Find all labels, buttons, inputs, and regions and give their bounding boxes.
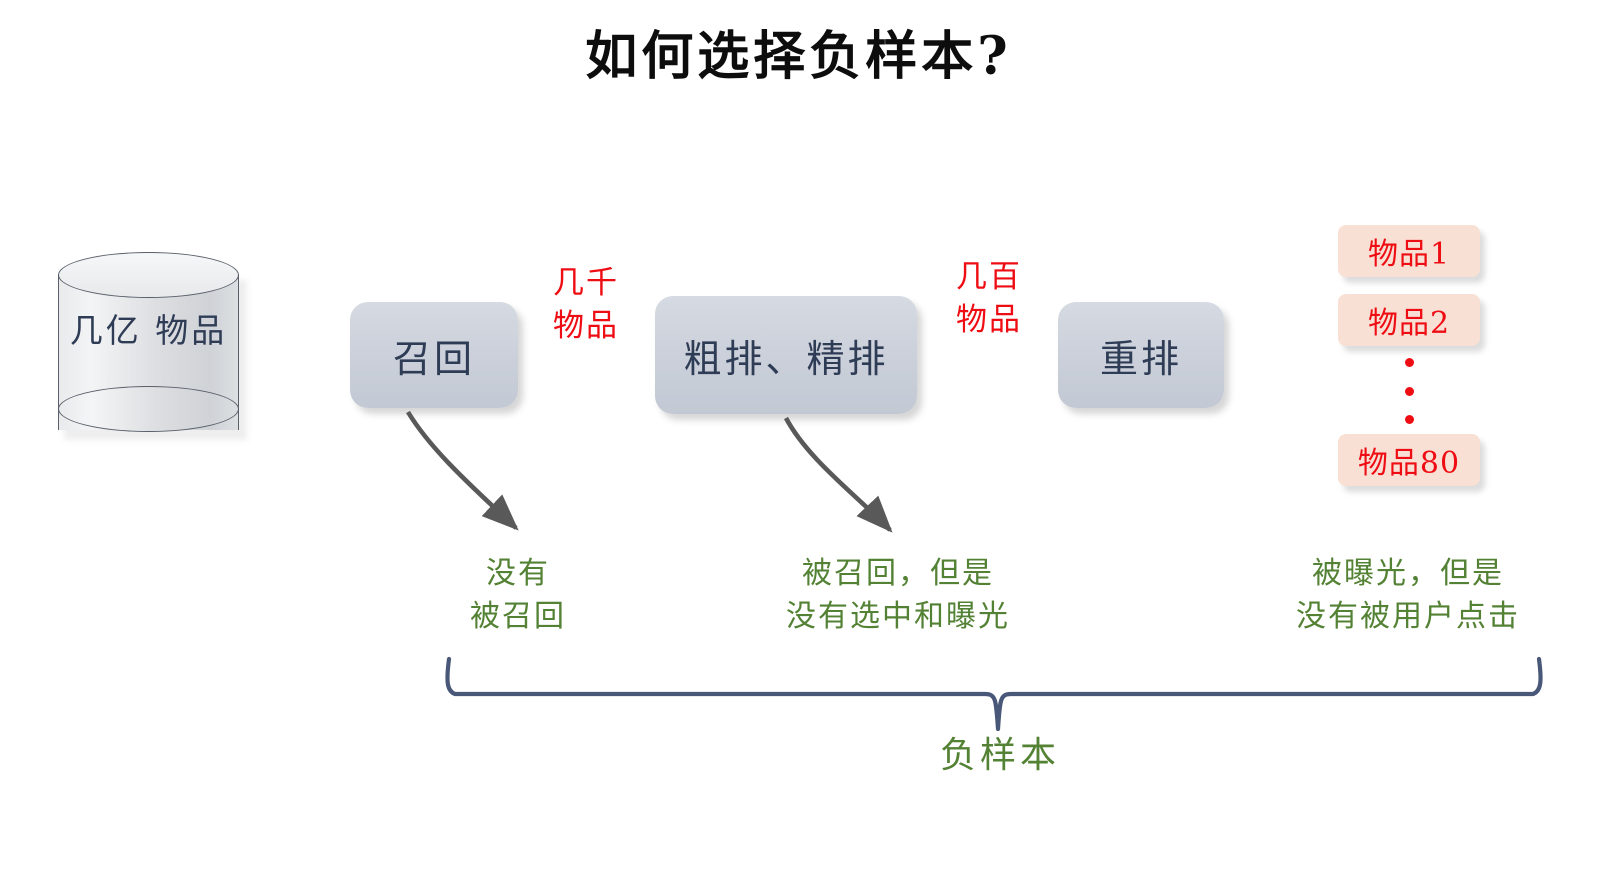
curve-arrow-rank-down bbox=[783, 416, 893, 533]
brace-label-negative-samples: 负样本 bbox=[939, 735, 1060, 776]
curve-arrow-recall-down bbox=[406, 410, 519, 531]
stage-box-recall[interactable]: 召回 bbox=[350, 302, 518, 408]
result-item-2[interactable]: 物品2 bbox=[1338, 294, 1480, 346]
stage-box-rerank[interactable]: 重排 bbox=[1058, 302, 1224, 408]
annotation-arrows bbox=[406, 410, 893, 533]
note-shown-not-clicked: 被曝光，但是 没有被用户点击 bbox=[1296, 556, 1520, 634]
result-item-1[interactable]: 物品1 bbox=[1338, 225, 1480, 277]
flow-label-hundreds: 几百 物品 bbox=[956, 259, 1022, 338]
database-cylinder: 几亿 物品 bbox=[58, 252, 247, 452]
result-item-80[interactable]: 物品80 bbox=[1338, 434, 1480, 486]
flow-label-thousands: 几千 物品 bbox=[553, 265, 619, 344]
cylinder-top-ellipse bbox=[58, 252, 239, 298]
cylinder-label: 几亿 物品 bbox=[69, 311, 228, 350]
vertical-ellipsis-icon bbox=[1338, 358, 1480, 424]
negative-samples-brace bbox=[445, 656, 1543, 732]
note-not-recalled: 没有 被召回 bbox=[470, 556, 566, 634]
cylinder-bottom-ellipse bbox=[58, 386, 239, 432]
stage-box-rank[interactable]: 粗排、精排 bbox=[655, 296, 917, 414]
note-recalled-not-shown: 被召回，但是 没有选中和曝光 bbox=[786, 556, 1010, 634]
page-title: 如何选择负样本? bbox=[585, 26, 1012, 87]
